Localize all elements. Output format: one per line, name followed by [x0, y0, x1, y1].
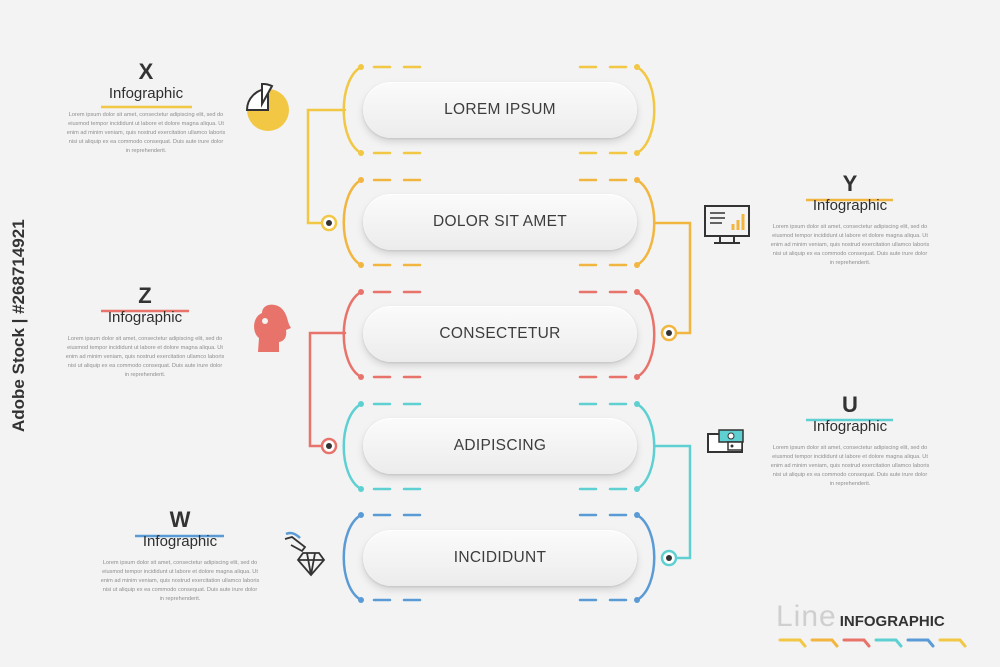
node-step-4 [320, 437, 338, 455]
monitor-chart-icon [704, 205, 750, 244]
bracket-step-5 [342, 513, 656, 602]
info-description: Lorem ipsum dolor sit amet, consectetur … [770, 224, 930, 266]
info-title: Infographic [107, 309, 183, 326]
bracket-step-1 [342, 65, 656, 155]
brand-infographic-word: INFOGRAPHIC [839, 613, 945, 630]
brand-line-word: Line [776, 600, 837, 633]
head-profile-icon [254, 304, 291, 352]
connector-nodes [320, 214, 678, 567]
info-description: Lorem ipsum dolor sit amet, consectetur … [65, 336, 225, 378]
bracket-dots [358, 64, 640, 603]
pie-chart-icon [245, 82, 289, 131]
node-step-2 [320, 214, 338, 232]
step-pill-4[interactable]: ADIPISCING [363, 418, 637, 474]
connector-step-1-2 [306, 108, 347, 225]
info-description: Lorem ipsum dolor sit amet, consectetur … [66, 112, 226, 154]
connector-step-2-3 [653, 221, 692, 335]
info-description: Lorem ipsum dolor sit amet, consectetur … [770, 445, 930, 487]
step-pill-3[interactable]: CONSECTETUR [363, 306, 637, 362]
brand-color-bar [778, 638, 967, 648]
info-title: Infographic [142, 533, 218, 550]
hand-diamond-icon [284, 531, 326, 577]
node-step-3 [660, 324, 678, 342]
info-letter: W [169, 507, 191, 532]
info-block-u: U Infographic Lorem ipsum dolor sit amet… [770, 393, 930, 489]
wallet-money-icon [707, 429, 744, 453]
bracket-step-3 [342, 290, 656, 379]
info-block-x: X Infographic Lorem ipsum dolor sit amet… [66, 60, 226, 156]
info-title: Infographic [812, 197, 888, 214]
info-block-y: Y Infographic Lorem ipsum dolor sit amet… [770, 172, 930, 268]
info-title: Infographic [812, 418, 888, 435]
stock-watermark-text: Adobe Stock | #268714921 [9, 219, 28, 432]
info-letter: U [842, 392, 858, 417]
step-pill-1[interactable]: LOREM IPSUM [363, 82, 637, 138]
connector-step-3-4 [308, 331, 347, 448]
info-title: Infographic [108, 85, 184, 102]
connector-step-4-5 [653, 444, 692, 560]
info-letter: Z [138, 283, 152, 308]
info-letter: X [138, 59, 154, 84]
info-block-w: W Infographic Lorem ipsum dolor sit amet… [100, 508, 260, 604]
info-letter: Y [842, 171, 858, 196]
step-pill-2[interactable]: DOLOR SIT AMET [363, 194, 637, 250]
step-pill-5[interactable]: INCIDIDUNT [363, 530, 637, 586]
info-block-z: Z Infographic Lorem ipsum dolor sit amet… [65, 284, 225, 380]
info-description: Lorem ipsum dolor sit amet, consectetur … [100, 560, 260, 602]
node-step-5 [660, 549, 678, 567]
